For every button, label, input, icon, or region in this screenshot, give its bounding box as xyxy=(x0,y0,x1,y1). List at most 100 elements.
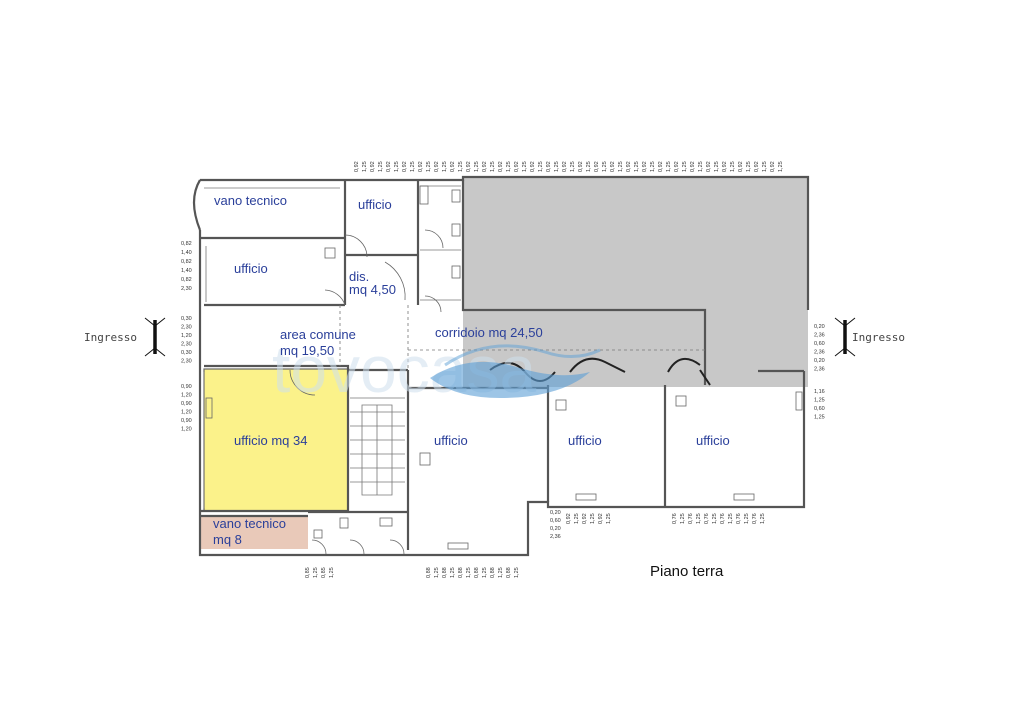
room-label-ufficio-right1: ufficio xyxy=(568,433,602,448)
dimension-label: 0,76 xyxy=(704,513,710,524)
room-label-ufficio-mq34: ufficio mq 34 xyxy=(234,433,307,448)
dimension-labels-left-middle: 0,302,301,202,300,302,30 xyxy=(181,316,192,365)
dimension-label: 1,25 xyxy=(682,161,688,172)
highlighted-office-fill xyxy=(203,368,349,512)
dimension-label: 1,25 xyxy=(490,161,496,172)
dimension-label: 0,82 xyxy=(181,277,192,283)
dimension-label: 1,25 xyxy=(730,161,736,172)
dimension-label: 2,30 xyxy=(181,342,192,348)
dimension-label: 0,92 xyxy=(466,161,472,172)
dimension-label: 0,92 xyxy=(354,161,360,172)
dimension-label: 1,20 xyxy=(181,393,192,399)
dimension-label: 1,25 xyxy=(778,161,784,172)
dimension-label: 2,30 xyxy=(181,325,192,331)
technical-room-hatch xyxy=(200,516,308,549)
dimension-label: 0,92 xyxy=(626,161,632,172)
dimension-label: 1,25 xyxy=(586,161,592,172)
dimension-label: 1,40 xyxy=(181,250,192,256)
dimension-label: 1,25 xyxy=(466,567,472,578)
dimension-label: 1,25 xyxy=(570,161,576,172)
dimension-label: 1,25 xyxy=(696,513,702,524)
dimension-label: 1,25 xyxy=(362,161,368,172)
dimension-label: 0,92 xyxy=(642,161,648,172)
dimension-label: 0,85 xyxy=(305,567,311,578)
room-label-vano-tecnico-bottom: vano tecnico xyxy=(213,516,286,531)
dimension-label: 1,25 xyxy=(714,161,720,172)
dimension-label: 0,20 xyxy=(550,526,561,532)
dimension-labels-left-lower: 0,901,200,901,200,901,20 xyxy=(181,384,192,433)
dimension-label: 1,25 xyxy=(554,161,560,172)
dimension-label: 1,25 xyxy=(728,513,734,524)
dimension-label: 1,25 xyxy=(426,161,432,172)
dimension-label: 0,92 xyxy=(754,161,760,172)
dimension-label: 0,88 xyxy=(506,567,512,578)
dimension-label: 0,92 xyxy=(386,161,392,172)
dimension-label: 1,25 xyxy=(498,567,504,578)
dimension-label: 1,16 xyxy=(814,389,825,395)
dimension-label: 0,92 xyxy=(482,161,488,172)
dimension-label: 1,25 xyxy=(574,513,580,524)
dimension-label: 1,25 xyxy=(394,161,400,172)
dimension-label: 1,25 xyxy=(762,161,768,172)
dimension-label: 1,25 xyxy=(634,161,640,172)
dimension-label: 0,85 xyxy=(321,567,327,578)
dimension-labels-left-upper: 0,821,400,821,400,822,30 xyxy=(181,241,192,292)
dimension-label: 0,76 xyxy=(720,513,726,524)
dimension-label: 1,40 xyxy=(181,268,192,274)
dimension-label: 1,25 xyxy=(680,513,686,524)
dimension-label: 1,25 xyxy=(410,161,416,172)
dimension-label: 0,90 xyxy=(181,401,192,407)
dimension-label: 0,76 xyxy=(672,513,678,524)
door-swings xyxy=(289,229,444,555)
room-label-vano-tecnico-bottom-size: mq 8 xyxy=(213,532,242,547)
dimension-label: 0,92 xyxy=(566,513,572,524)
dimension-label: 0,92 xyxy=(722,161,728,172)
dimension-label: 1,25 xyxy=(434,567,440,578)
dimension-label: 0,20 xyxy=(814,358,825,364)
dimension-label: 2,36 xyxy=(814,350,825,356)
dimension-label: 1,25 xyxy=(712,513,718,524)
dimension-label: 2,30 xyxy=(181,286,192,292)
room-label-corridoio: corridoio mq 24,50 xyxy=(435,325,543,340)
dimension-label: 1,25 xyxy=(650,161,656,172)
dimension-label: 1,20 xyxy=(181,333,192,339)
watermark-logo xyxy=(430,344,601,398)
room-label-disimpegno: dis. xyxy=(349,269,369,284)
dimension-label: 0,92 xyxy=(434,161,440,172)
dimension-label: 1,25 xyxy=(590,513,596,524)
dimension-label: 2,36 xyxy=(814,367,825,373)
dimension-label: 0,92 xyxy=(594,161,600,172)
dimension-label: 0,90 xyxy=(181,418,192,424)
dimension-label: 0,92 xyxy=(706,161,712,172)
room-label-area-comune-size: mq 19,50 xyxy=(280,343,334,358)
dimension-label: 1,25 xyxy=(814,415,825,421)
dimension-label: 0,20 xyxy=(550,510,561,516)
dimension-label: 1,25 xyxy=(814,398,825,404)
room-label-ufficio-left: ufficio xyxy=(234,261,268,276)
dimension-label: 1,25 xyxy=(602,161,608,172)
dimension-label: 0,60 xyxy=(550,518,561,524)
dimension-label: 2,30 xyxy=(181,359,192,365)
dimension-labels-right-upper: 0,202,360,602,360,202,36 xyxy=(814,324,825,373)
dimension-label: 1,25 xyxy=(450,567,456,578)
dimension-label: 1,25 xyxy=(698,161,704,172)
dimension-label: 0,92 xyxy=(450,161,456,172)
dimension-label: 1,25 xyxy=(482,567,488,578)
dimension-label: 1,25 xyxy=(329,567,335,578)
right-entrance-marker xyxy=(834,317,856,357)
inner-lines xyxy=(203,185,705,508)
floor-title: Piano terra xyxy=(650,563,724,580)
dimension-label: 1,25 xyxy=(378,161,384,172)
room-label-area-comune: area comune xyxy=(280,327,356,342)
dimension-label: 0,20 xyxy=(814,324,825,330)
dimension-labels-right-lower: 1,161,250,601,25 xyxy=(814,389,825,421)
room-label-ufficio-top: ufficio xyxy=(358,197,392,212)
room-label-disimpegno-area: mq 4,50 xyxy=(349,282,396,297)
entrance-label-right: Ingresso xyxy=(852,331,905,344)
dimension-label: 0,88 xyxy=(474,567,480,578)
dimension-label: 0,92 xyxy=(578,161,584,172)
